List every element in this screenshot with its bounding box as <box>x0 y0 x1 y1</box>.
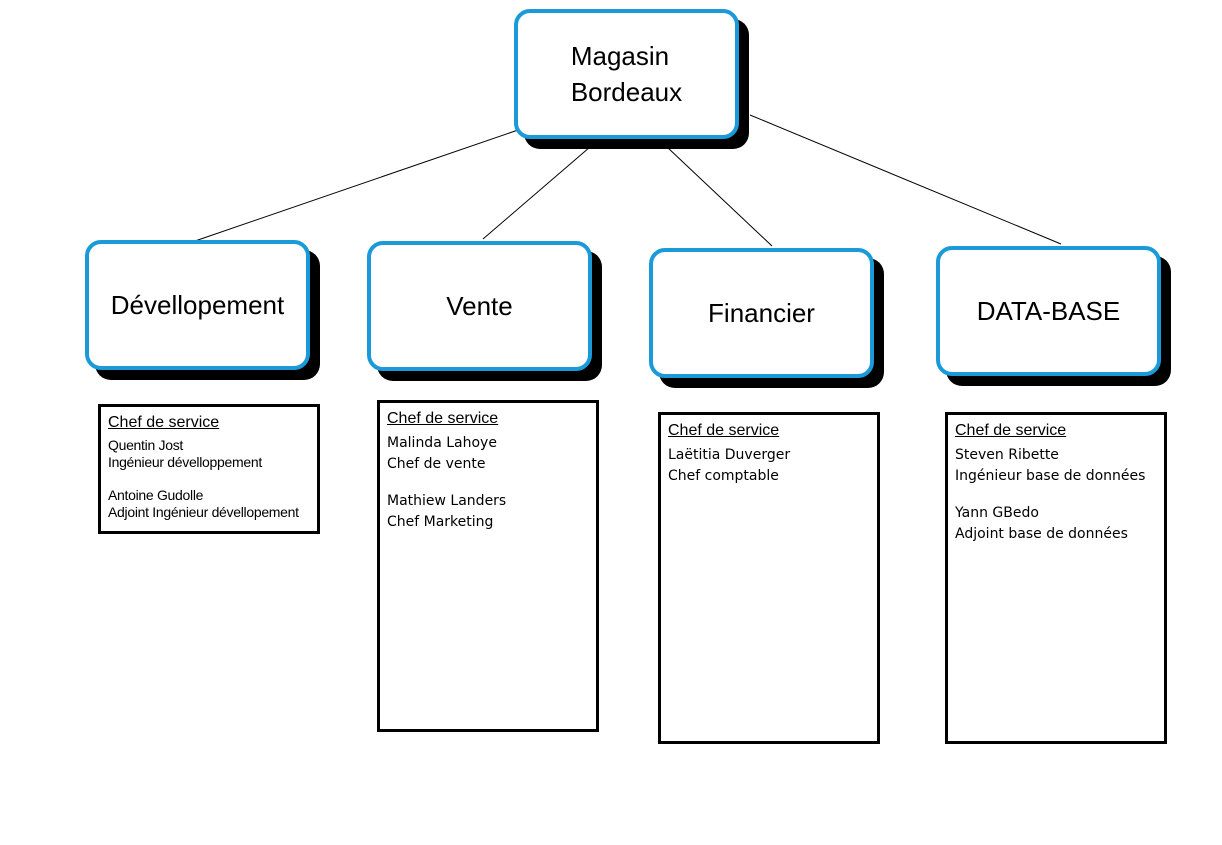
staff-entry: Malinda Lahoye Chef de vente <box>387 433 590 475</box>
root-node[interactable]: Magasin Bordeaux <box>514 9 749 149</box>
staff-box-financier: Chef de service Laëtitia Duverger Chef c… <box>658 412 880 744</box>
department-name: DATA-BASE <box>976 296 1121 326</box>
connector-root-vente <box>482 146 591 240</box>
staff-name: Quentin Jost <box>108 437 183 453</box>
staff-heading: Chef de service <box>668 422 780 439</box>
department-node-box: Vente <box>367 241 592 371</box>
staff-entry: Laëtitia Duverger Chef comptable <box>668 445 871 487</box>
staff-role: Chef de vente <box>387 456 486 472</box>
department-node-database[interactable]: DATA-BASE <box>936 246 1171 386</box>
department-node-financier[interactable]: Financier <box>649 248 884 388</box>
root-label-line2: Bordeaux <box>570 77 683 107</box>
staff-box-vente: Chef de service Malinda Lahoye Chef de v… <box>377 400 599 732</box>
staff-box-development: Chef de service Quentin Jost Ingénieur d… <box>98 404 320 534</box>
staff-role: Ingénieur dévelloppement <box>108 454 262 470</box>
staff-entry: Antoine Gudolle Adjoint Ingénieur dévell… <box>108 487 311 521</box>
department-name: Vente <box>446 291 513 321</box>
staff-name: Mathiew Landers <box>387 493 507 509</box>
staff-heading: Chef de service <box>387 410 499 427</box>
staff-entry: Yann GBedo Adjoint base de données <box>955 503 1158 545</box>
staff-name: Yann GBedo <box>955 505 1039 521</box>
staff-entry: Quentin Jost Ingénieur dévelloppement <box>108 437 311 471</box>
connector-root-development <box>194 129 519 242</box>
staff-role: Ingénieur base de données <box>955 468 1146 484</box>
staff-role: Chef comptable <box>668 468 779 484</box>
department-node-development[interactable]: Dévellopement <box>85 240 320 380</box>
staff-box-database: Chef de service Steven Ribette Ingénieur… <box>945 412 1167 744</box>
department-name: Dévellopement <box>110 290 285 320</box>
staff-name: Antoine Gudolle <box>108 487 204 503</box>
staff-role: Adjoint base de données <box>955 526 1128 542</box>
staff-name: Steven Ribette <box>955 447 1059 463</box>
staff-name: Laëtitia Duverger <box>668 447 791 463</box>
staff-entry: Mathiew Landers Chef Marketing <box>387 491 590 533</box>
department-node-box: Dévellopement <box>85 240 310 370</box>
staff-entry: Steven Ribette Ingénieur base de données <box>955 445 1158 487</box>
department-node-box: Financier <box>649 248 874 378</box>
root-node-box: Magasin Bordeaux <box>514 9 739 139</box>
staff-name: Malinda Lahoye <box>387 435 497 451</box>
department-node-box: DATA-BASE <box>936 246 1161 376</box>
department-node-vente[interactable]: Vente <box>367 241 602 381</box>
staff-heading: Chef de service <box>955 422 1067 439</box>
root-node-label: Magasin Bordeaux <box>571 38 682 110</box>
department-name: Financier <box>708 298 815 328</box>
staff-role: Chef Marketing <box>387 514 494 530</box>
connector-root-financier <box>666 146 773 247</box>
staff-role: Adjoint Ingénieur dévellopement <box>108 504 299 520</box>
root-label-line1: Magasin <box>570 41 670 71</box>
connector-root-database <box>749 114 1062 245</box>
staff-heading: Chef de service <box>108 414 220 431</box>
